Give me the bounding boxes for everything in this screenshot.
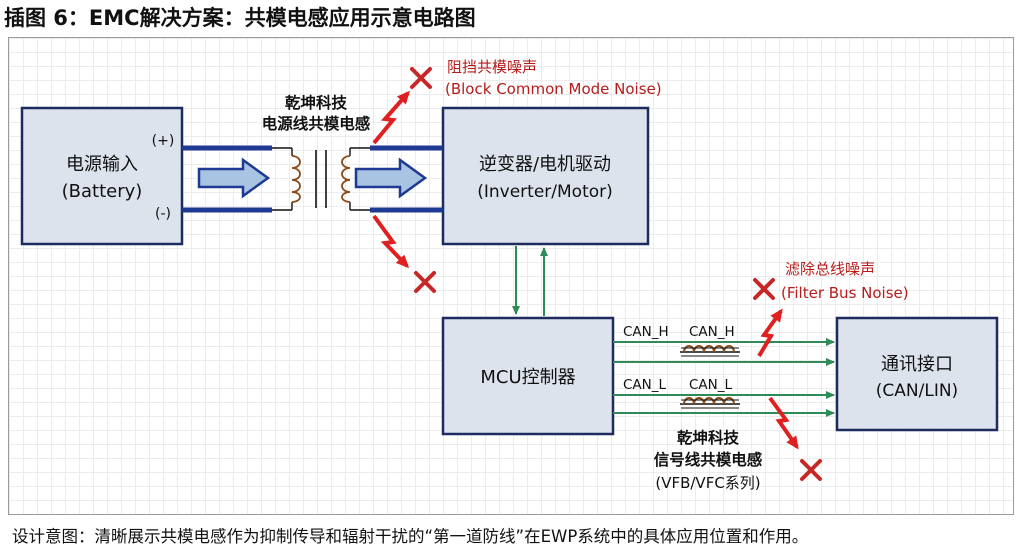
cross-mark-icon xyxy=(753,278,775,300)
right-arrow-icon xyxy=(354,157,428,199)
comm-interface-block: 通讯接口 (CAN/LIN) xyxy=(835,316,999,432)
inductor-coil-icon xyxy=(680,345,740,358)
power-inductor-brand: 乾坤科技 xyxy=(285,93,348,112)
cross-mark-icon xyxy=(410,67,432,89)
minus-terminal-label: (-) xyxy=(155,206,171,222)
power-inductor-type: 电源线共模电感 xyxy=(262,114,371,133)
comm-label: 通讯接口 xyxy=(881,354,953,375)
comm-sublabel: (CAN/LIN) xyxy=(876,381,958,401)
cross-mark-icon xyxy=(414,271,436,293)
inductor-coil-icon xyxy=(680,397,740,410)
inverter-block: 逆变器/电机驱动 (Inverter/Motor) xyxy=(441,106,650,246)
inverter-sublabel: (Inverter/Motor) xyxy=(477,182,613,202)
transformer-coil-icon xyxy=(272,147,370,211)
block-noise-sublabel: (Block Common Mode Noise) xyxy=(445,80,662,98)
lightning-bolt-icon xyxy=(757,308,783,358)
figure-title: 插图 6：EMC解决方案：共模电感应用示意电路图 xyxy=(4,6,476,30)
lightning-bolt-icon xyxy=(372,214,410,269)
power-input-block: 电源输入 (Battery) xyxy=(20,106,184,246)
can-h-coil-label: CAN_H xyxy=(689,324,735,340)
can-l-coil-label: CAN_L xyxy=(689,377,733,393)
block-noise-label: 阻挡共模噪声 xyxy=(447,58,537,76)
figure-caption: 设计意图：清晰展示共模电感作为抑制传导和辐射干扰的“第一道防线”在EWP系统中的… xyxy=(12,527,809,546)
signal-inductor-brand: 乾坤科技 xyxy=(677,428,740,447)
can-bus-lines xyxy=(613,338,835,417)
signal-inductor-series: (VFB/VFC系列) xyxy=(655,474,760,492)
inverter-mcu-link xyxy=(512,246,548,316)
lightning-bolt-icon xyxy=(372,90,410,145)
signal-inductor-type: 信号线共模电感 xyxy=(654,450,763,469)
bus-noise-sublabel: (Filter Bus Noise) xyxy=(781,284,909,302)
cross-mark-icon xyxy=(800,459,822,481)
bus-noise-label: 滤除总线噪声 xyxy=(785,260,875,278)
plus-terminal-label: (+) xyxy=(152,133,175,149)
can-h-wire-label: CAN_H xyxy=(623,324,669,340)
power-lines xyxy=(182,145,443,213)
mcu-label: MCU控制器 xyxy=(480,367,575,388)
power-input-label: 电源输入 xyxy=(66,154,138,175)
power-input-sublabel: (Battery) xyxy=(62,181,143,202)
right-arrow-icon xyxy=(197,157,271,199)
lightning-bolt-icon xyxy=(768,396,799,450)
inverter-label: 逆变器/电机驱动 xyxy=(479,154,611,175)
mcu-block: MCU控制器 xyxy=(441,316,615,436)
can-l-wire-label: CAN_L xyxy=(623,377,667,393)
